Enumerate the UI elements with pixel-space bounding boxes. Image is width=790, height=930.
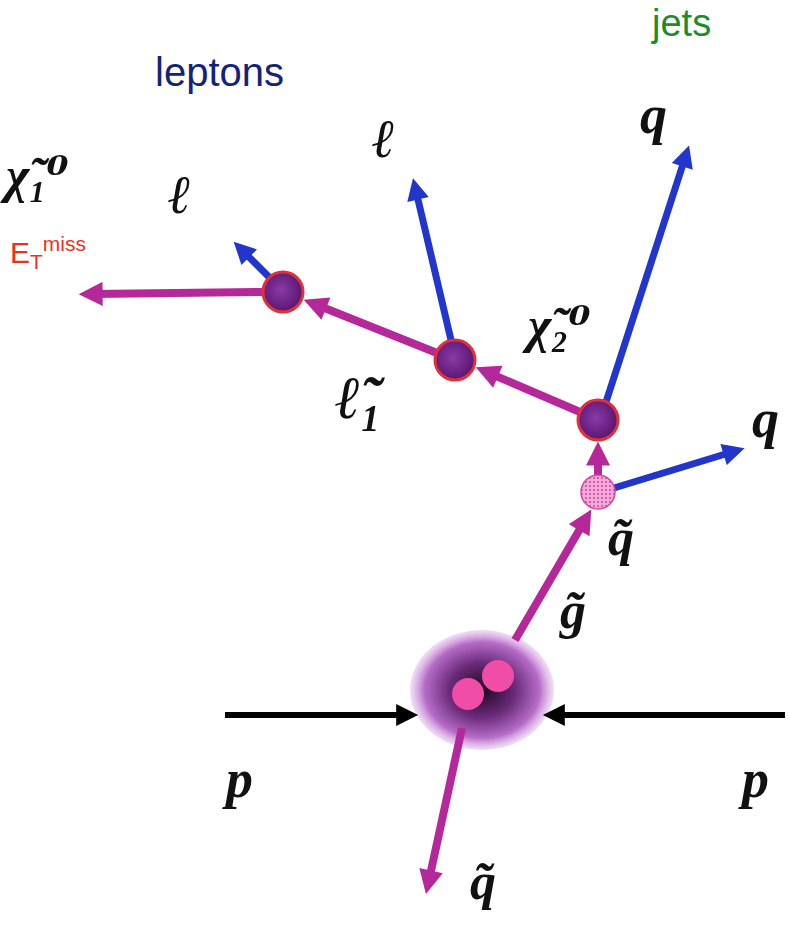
proton-arrow xyxy=(556,712,785,718)
quark-arrow xyxy=(614,452,732,488)
particle-label: g̃ xyxy=(560,585,586,637)
group-label: leptons xyxy=(155,52,284,92)
missing-energy-label: ETmiss xyxy=(10,238,86,268)
collision-blob xyxy=(410,630,554,750)
label-part: T xyxy=(30,250,43,273)
lepton-arrow xyxy=(243,251,270,278)
label-part: miss xyxy=(43,232,86,255)
lepton-arrow xyxy=(416,191,451,340)
particle-label: χ̃₂⁰ xyxy=(528,300,591,350)
particle-label: ℓ xyxy=(168,168,191,222)
sparticle-arrow xyxy=(93,292,263,294)
particle-label: ℓ xyxy=(372,112,395,166)
particle-label: q xyxy=(640,88,667,142)
quark-arrow xyxy=(606,158,685,402)
sparticle-arrow xyxy=(489,373,580,412)
parton-dot xyxy=(482,660,514,692)
decay-vertex xyxy=(263,272,303,312)
particle-label: ℓ̃₁ xyxy=(335,368,382,428)
particle-label: q̃ xyxy=(608,512,634,564)
sparticle-arrow xyxy=(594,456,602,476)
particle-label: p xyxy=(226,752,253,806)
decay-vertex xyxy=(581,475,615,509)
sparticle-arrow xyxy=(317,305,437,353)
particle-label: q xyxy=(752,392,779,446)
proton-arrow xyxy=(225,712,405,718)
particle-label: p xyxy=(742,752,769,806)
decay-vertex xyxy=(578,400,618,440)
sparticle-arrow xyxy=(429,728,462,880)
decay-vertex xyxy=(435,340,475,380)
particle-label: χ̃₁⁰ xyxy=(6,150,69,200)
particle-label: q̃ xyxy=(470,856,496,908)
parton-dot xyxy=(452,678,484,710)
group-label: jets xyxy=(652,4,711,42)
label-part: E xyxy=(10,236,30,269)
